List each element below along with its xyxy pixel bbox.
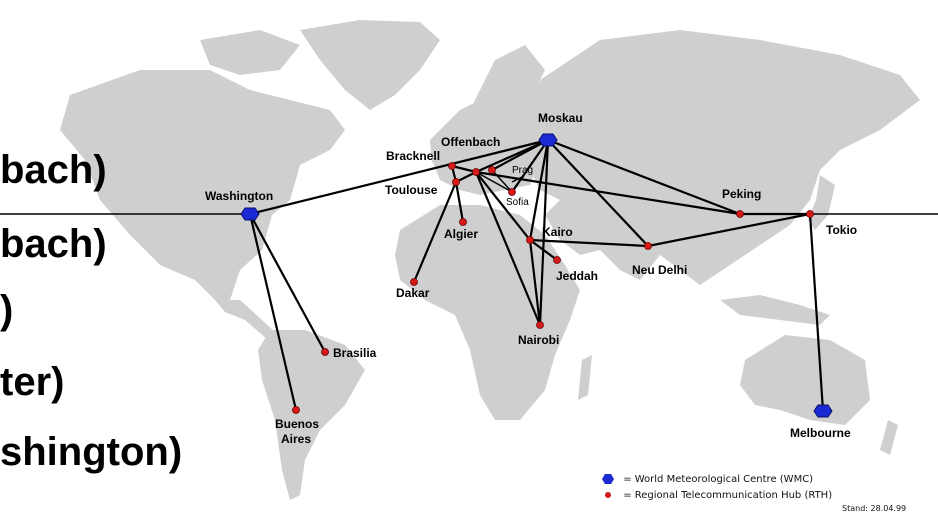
rth-markers [292,162,814,414]
city-labels: Moskau Offenbach Bracknell Prag Toulouse… [205,111,857,446]
legend-rth-text: = Regional Telecommunication Hub (RTH) [623,490,833,501]
rth-marker-offenbach [472,168,480,176]
label-neu-delhi: Neu Delhi [632,263,687,277]
label-washington: Washington [205,189,273,203]
network-links [248,138,825,412]
link-offenbach-nairobi [474,171,542,326]
label-peking: Peking [722,187,761,201]
link-moskau-sofia [511,139,549,193]
rth-marker-algier [459,218,467,226]
link-moskau-nairobi [538,139,550,326]
rth-marker-neu-delhi [644,242,652,250]
asia [530,30,920,285]
legend-rth: = Regional Telecommunication Hub (RTH) [602,489,832,501]
rth-marker-toulouse [452,178,460,186]
europe [430,80,560,195]
link-offenbach-sofia [475,171,513,193]
link-kairo-jeddah [529,239,558,261]
new-zealand [880,420,898,455]
rth-legend-icon [605,492,611,498]
landmasses [60,20,920,500]
link-sofia-branch [511,175,525,183]
label-buenos-aires-line2: Aires [281,432,311,446]
link-washington-moskau [249,138,549,216]
label-prag: Prag [512,165,533,176]
legend-wmc: = World Meteorological Centre (WMC) [602,473,813,485]
link-moskau-prag [491,139,549,171]
label-bracknell: Bracknell [386,149,440,163]
rth-marker-peking [736,210,744,218]
legend-wmc-text: = World Meteorological Centre (WMC) [623,474,814,485]
rth-marker-dakar [410,278,418,286]
link-toulouse-algier [454,181,465,223]
wmc-legend-icon [602,474,614,484]
rth-marker-kairo [526,236,534,244]
rth-marker-buenos-aires [292,406,300,414]
label-melbourne: Melbourne [790,426,851,440]
greenland [300,20,440,110]
label-offenbach: Offenbach [441,135,500,149]
central-america [215,300,278,340]
overlay-line-2: bach) [0,222,107,266]
link-moskau-kairo [528,139,550,241]
north-america [60,70,345,300]
link-offenbach-bracknell [451,164,477,174]
link-moskau-peking [547,138,741,216]
overlay-line-5: shington) [0,430,183,474]
arctic-islands [200,30,300,75]
rth-marker-brasilia [321,348,329,356]
australia [740,335,870,425]
link-offenbach-kairo [475,171,531,241]
label-nairobi: Nairobi [518,333,559,347]
link-neu-delhi-tokio [647,212,811,248]
label-jeddah: Jeddah [556,269,598,283]
overlay-line-4: ter) [0,360,65,404]
link-kairo-nairobi [528,239,542,326]
rth-marker-bracknell [448,162,456,170]
japan [808,175,835,230]
label-dakar: Dakar [396,286,430,300]
link-kairo-neu-delhi [529,238,649,248]
madagascar [578,355,592,400]
wmc-marker-moskau [538,133,558,147]
label-kairo: Kairo [542,225,573,239]
indonesia [720,295,830,325]
british-isles [430,128,455,168]
label-moskau: Moskau [538,111,583,125]
link-moskau-neu-delhi [547,139,649,247]
link-tokio-melbourne [808,213,825,412]
label-buenos-aires-line1: Buenos [275,417,319,431]
wmc-marker-melbourne [813,404,833,418]
link-washington-brasilia [249,213,326,353]
label-brasilia: Brasilia [333,346,377,360]
link-washington-buenos-aires [248,213,298,411]
label-toulouse: Toulouse [385,183,438,197]
link-prag-sofia [491,169,513,193]
link-offenbach-peking [475,170,741,216]
link-toulouse-dakar [412,181,458,283]
wmc-marker-washington [240,207,260,221]
rth-marker-prag [488,166,496,174]
overlay-line-3: ) [0,288,14,332]
rth-marker-jeddah [553,256,561,264]
africa [395,205,580,420]
label-sofia: Sofia [506,197,529,208]
overlay-line-1: bach) [0,148,107,192]
rth-marker-tokio [806,210,814,218]
scandinavia [470,45,545,120]
label-algier: Algier [444,227,478,241]
south-america [258,330,365,500]
label-tokio: Tokio [826,223,857,237]
rth-marker-nairobi [536,321,544,329]
rth-marker-sofia [508,188,516,196]
stand-date: Stand: 28.04.99 [842,504,907,513]
